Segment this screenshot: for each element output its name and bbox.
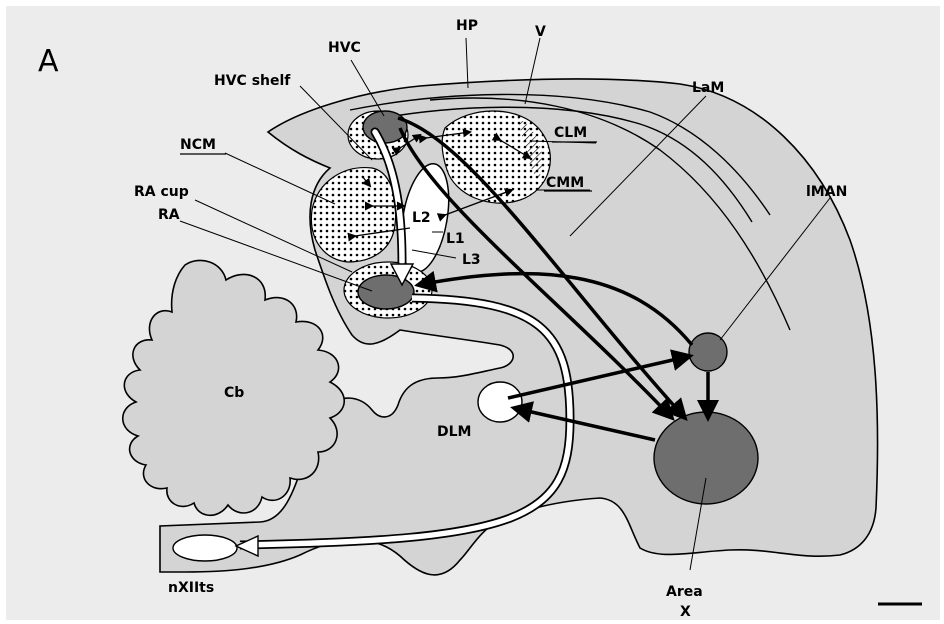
label-hvc: HVC <box>328 40 361 56</box>
label-nxiits: nXIIts <box>168 580 214 596</box>
label-ncm: NCM <box>180 137 216 153</box>
panel-letter: A <box>38 44 59 79</box>
ra-nucleus <box>358 275 414 309</box>
label-cmm: CMM <box>546 175 584 191</box>
dlm-nucleus <box>478 382 522 422</box>
label-cb: Cb <box>224 385 244 401</box>
label-lman: lMAN <box>806 184 847 200</box>
label-v: V <box>535 24 546 40</box>
label-area-x-line1: Area <box>666 584 703 600</box>
label-ra-cup: RA cup <box>134 184 189 200</box>
area-x-nucleus <box>654 412 758 504</box>
label-hvc-shelf: HVC shelf <box>214 73 291 89</box>
label-dlm: DLM <box>437 424 471 440</box>
label-ra: RA <box>158 207 180 223</box>
label-l3: L3 <box>462 252 481 268</box>
label-hp: HP <box>456 18 478 34</box>
label-lam: LaM <box>692 80 724 96</box>
label-l1: L1 <box>446 231 465 247</box>
label-area-x-line2: X <box>680 604 691 620</box>
hvc-nucleus <box>363 111 407 143</box>
nxiits-nucleus <box>173 535 237 561</box>
label-l2: L2 <box>412 210 431 226</box>
label-clm: CLM <box>554 125 587 141</box>
